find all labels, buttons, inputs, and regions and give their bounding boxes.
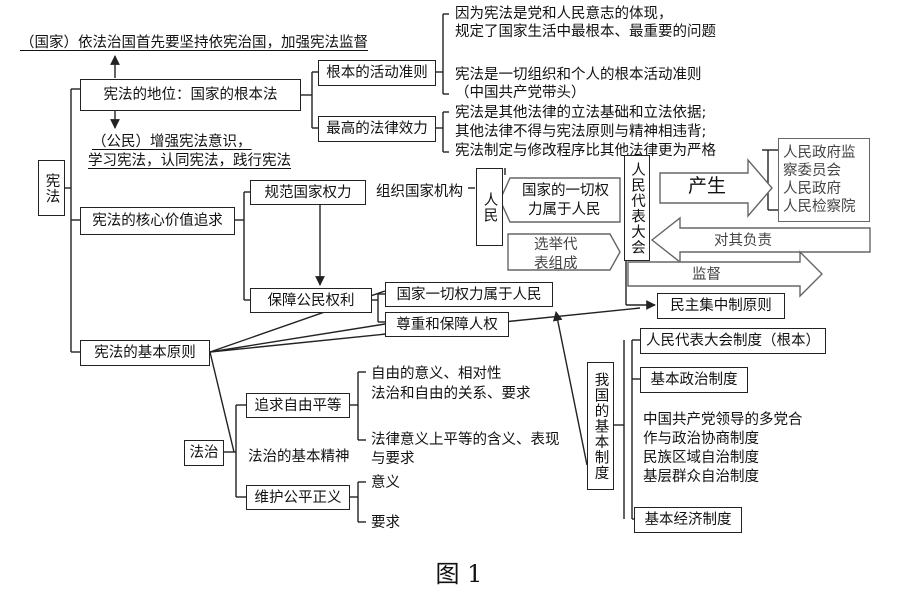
npc-label: 人民代表大会 [629, 161, 645, 255]
organs-box: 人民政府监 察委员会 人民政府 人民检察院 [778, 138, 870, 222]
organ-2: 察委员会 [783, 163, 841, 179]
justice-node: 维护公平正义 [246, 485, 350, 510]
principles-node: 宪法的基本原则 [80, 340, 210, 366]
norm-scope-1: 宪法是一切组织和个人的根本活动准则 [455, 67, 702, 83]
citizen-duty-line-1: （公民）增强宪法意识， [92, 134, 252, 150]
organ-3: 人民政府 [783, 181, 841, 197]
political-system-node: 基本政治制度 [640, 367, 748, 393]
state-duty: （国家）依法治国首先要坚持依宪治国，加强宪法监督 [20, 35, 368, 51]
power-belongs-1: 国家的一切权 [522, 183, 609, 199]
norm-reason-1: 因为宪法是党和人民意志的体现， [455, 6, 673, 22]
freedom-item-2: 法治和自由的关系、要求 [371, 386, 531, 402]
democratic-centralism-node: 民主集中制原则 [657, 293, 785, 319]
root-node: 宪法 [38, 160, 65, 216]
effect-line-2: 其他法律不得与宪法原则与精神相违背; [455, 124, 707, 140]
basic-systems-node: 我国的基本制度 [587, 362, 614, 490]
political-item-4: 基层群众自治制度 [643, 469, 759, 485]
effect-line-1: 宪法是其他法律的立法基础和立法依据; [455, 105, 707, 121]
effect-line-3: 宪法制定与修改程序比其他法律更为严格 [455, 143, 716, 159]
produce-label: 产生 [688, 175, 727, 197]
equality-item-2: 与要求 [371, 451, 415, 467]
organ-1: 人民政府监 [783, 145, 856, 161]
political-item-1: 中国共产党领导的多党合 [643, 412, 803, 428]
power-to-people-node: 国家一切权力属于人民 [385, 282, 553, 307]
human-rights-node: 尊重和保障人权 [385, 312, 509, 337]
political-item-2: 作与政治协商制度 [643, 431, 759, 447]
people-node: 人民 [476, 168, 503, 246]
root-label: 宪法 [43, 172, 60, 204]
citizen-duty-line-2: 学习宪法，认同宪法，践行宪法 [88, 153, 291, 169]
justice-meaning: 意义 [371, 475, 400, 491]
freedom-item-1: 自由的意义、相对性 [371, 366, 502, 382]
organ-4: 人民检察院 [783, 199, 856, 215]
figure-caption: 图 1 [435, 560, 483, 588]
organize-organs: 组织国家机构 [376, 184, 463, 200]
elect-1: 选举代 [534, 237, 578, 253]
activity-norm-node: 根本的活动准则 [318, 60, 436, 86]
political-item-3: 民族区域自治制度 [643, 450, 759, 466]
supreme-effect-node: 最高的法律效力 [318, 116, 436, 142]
supervise-label: 监督 [692, 267, 721, 283]
protect-rights-node: 保障公民权利 [250, 288, 372, 313]
responsible-label: 对其负责 [714, 233, 772, 249]
core-value-node: 宪法的核心价值追求 [80, 207, 235, 235]
norm-reason-2: 规定了国家生活中最根本、最重要的问题 [455, 24, 716, 40]
rule-of-law-node: 法治 [184, 440, 224, 466]
people-label: 人民 [481, 191, 498, 223]
equality-item-1: 法律意义上平等的含义、表现 [371, 432, 560, 448]
basic-systems-label: 我国的基本制度 [592, 371, 609, 481]
elect-2: 表组成 [534, 256, 578, 272]
freedom-node: 追求自由平等 [246, 393, 350, 418]
npc-system-node: 人民代表大会制度（根本） [640, 328, 826, 354]
norm-scope-2: （中国共产党带头） [455, 85, 586, 101]
power-belongs-2: 力属于人民 [528, 202, 601, 218]
status-node: 宪法的地位：国家的根本法 [80, 79, 301, 111]
economic-system-node: 基本经济制度 [634, 507, 742, 533]
law-spirit: 法治的基本精神 [248, 449, 350, 465]
justice-requirement: 要求 [371, 515, 400, 531]
regulate-power-node: 规范国家权力 [250, 180, 366, 205]
npc-node: 人民代表大会 [624, 155, 650, 261]
